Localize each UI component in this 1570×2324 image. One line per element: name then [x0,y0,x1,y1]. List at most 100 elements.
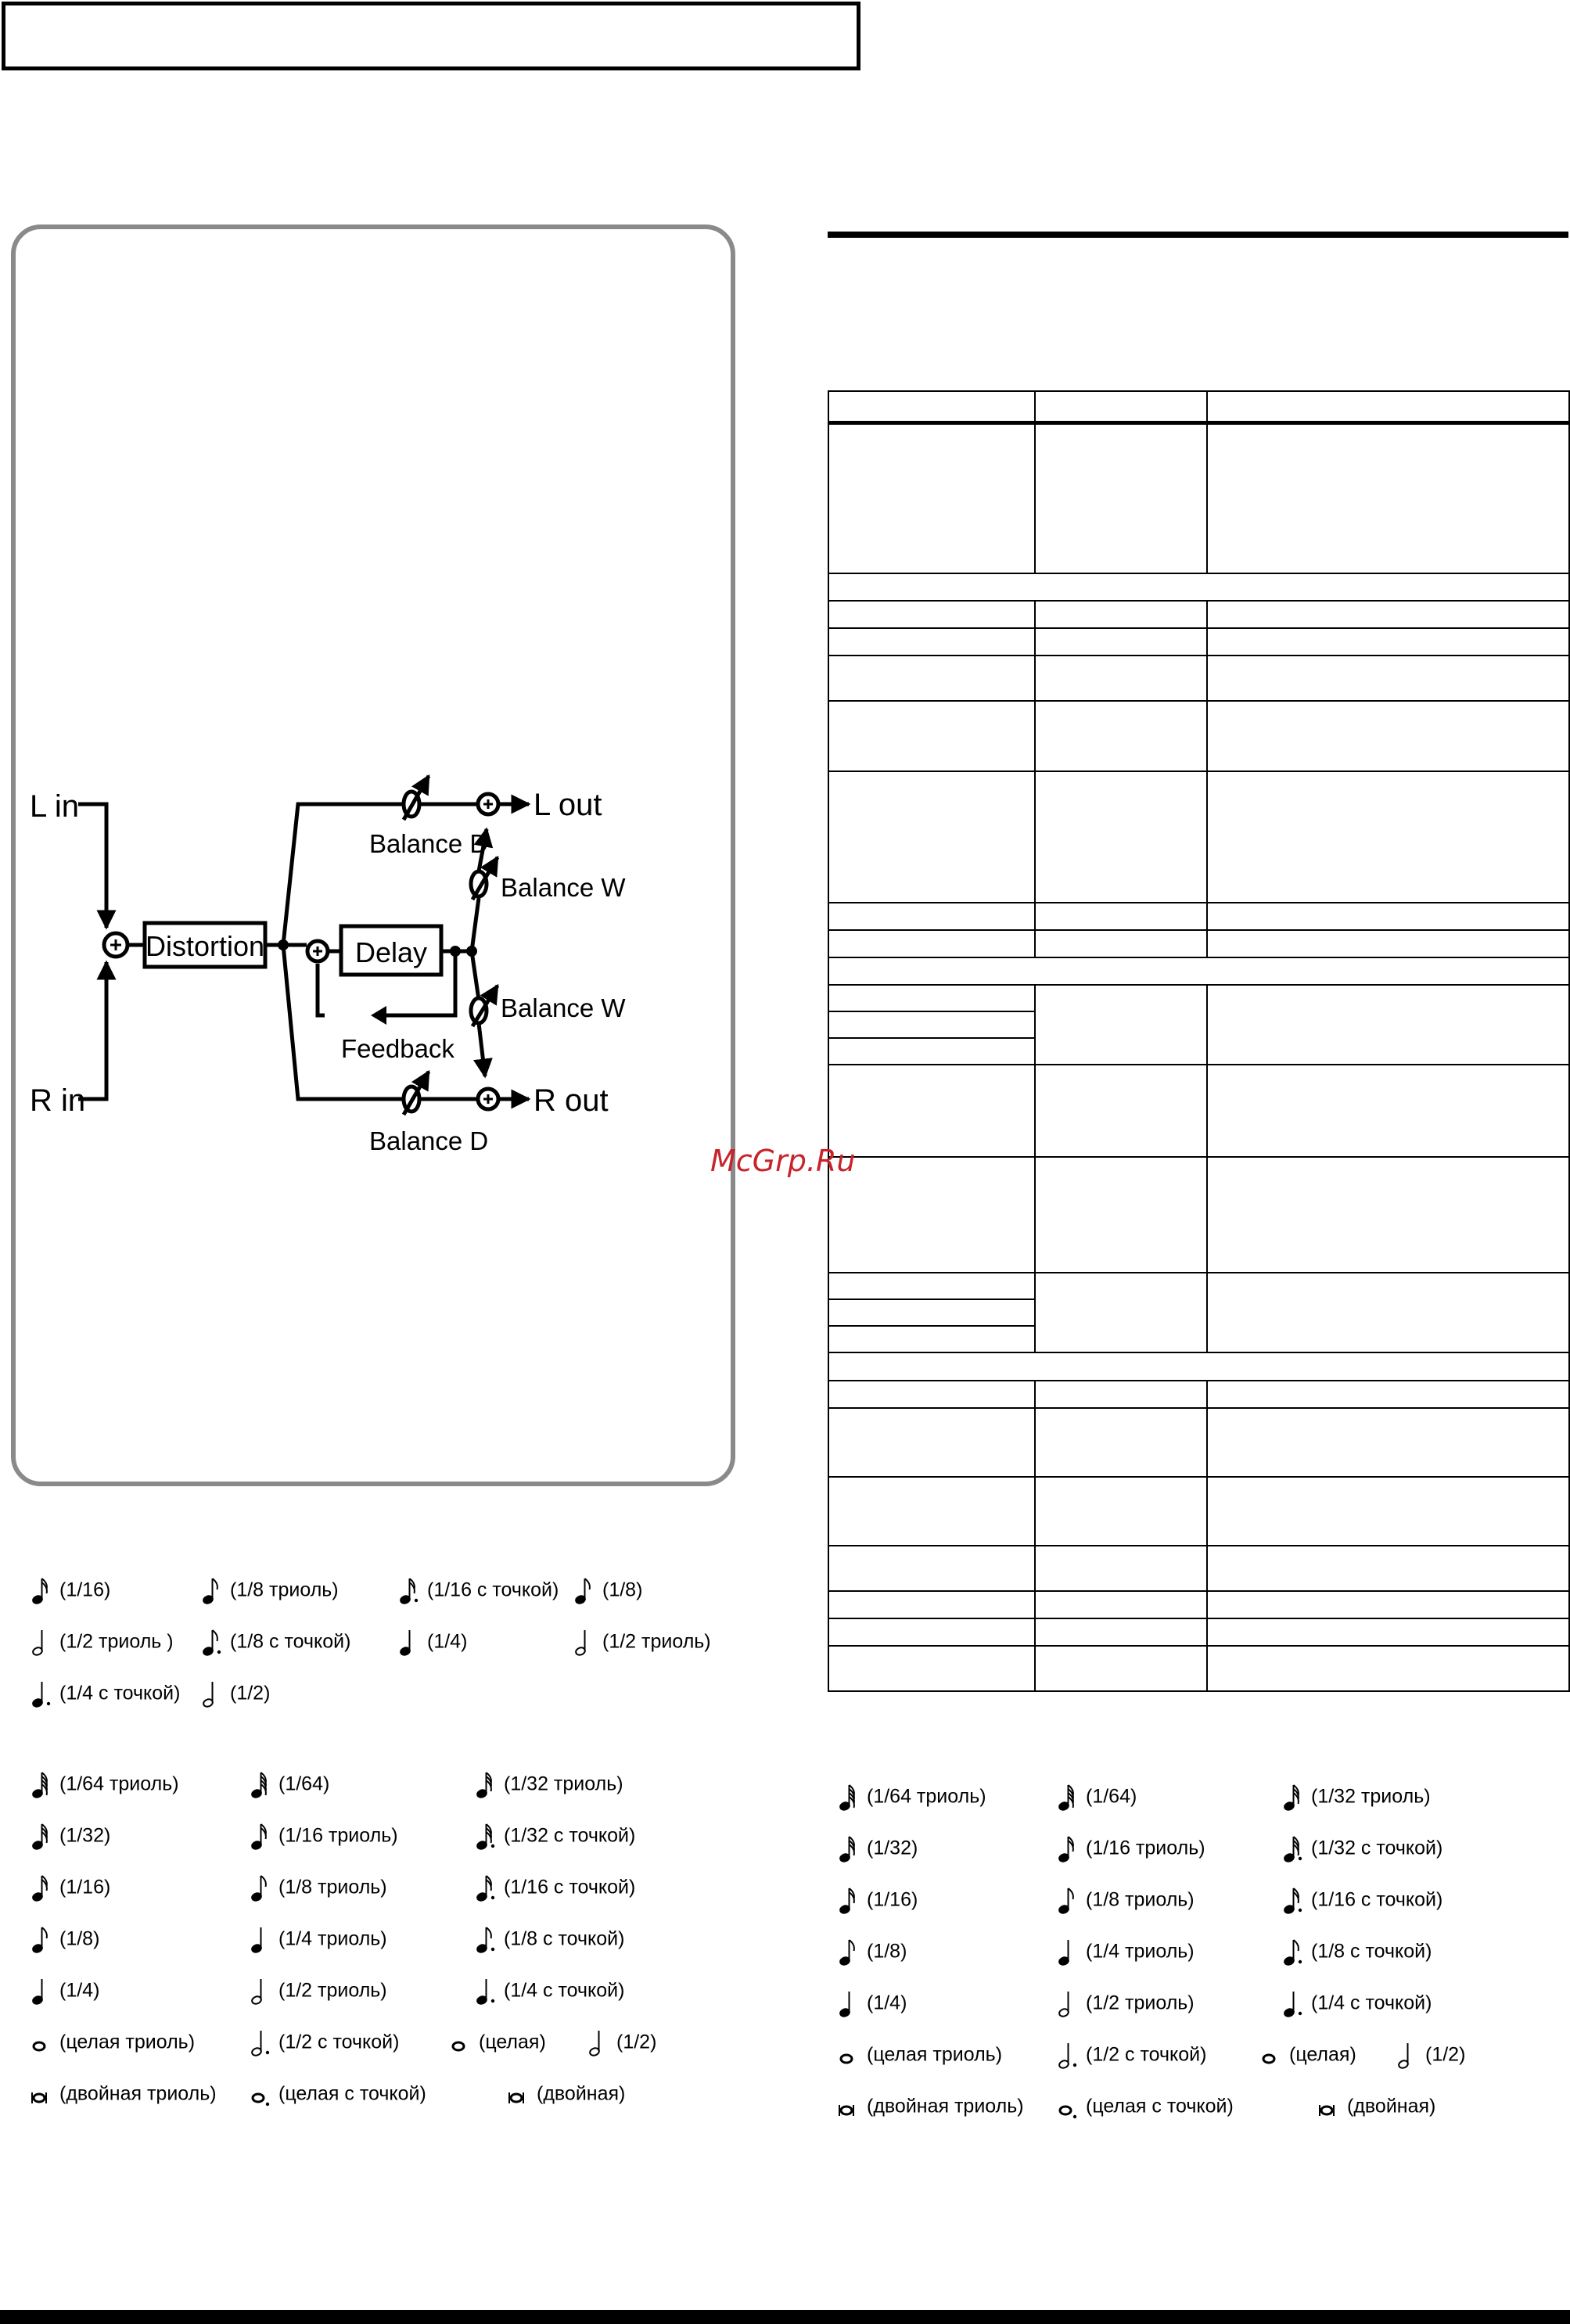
half-note-icon [1398,2043,1409,2069]
whole-triplet-icon [32,2041,46,2052]
note-legend-label: (1/2 триоль) [602,1630,711,1653]
note-legend-item: (1/2 с точкой) [250,2029,399,2057]
table-row [828,422,1570,574]
note-legend-label: (1/2) [230,1682,271,1704]
note-legend-item: (1/8 с точкой) [476,1926,624,1954]
quarter-note-icon [839,1992,850,2017]
whole-note-icon [1262,2053,1276,2064]
note-legend-label: (целая) [479,2031,546,2053]
sixty-fourth-note-icon [251,1772,267,1798]
label-distortion: Distortion [146,930,264,962]
table-row [828,1407,1570,1478]
whole-triplet-icon [839,2053,853,2064]
note-legend-item: (1/8) [574,1577,642,1605]
note-legend-item: (целая) [1261,2042,1356,2070]
note-legend-label: (1/16 триоль) [1086,1837,1205,1859]
sixteenth-triplet-icon [251,1823,267,1850]
half-triplet-icon [575,1630,586,1656]
note-legend-label: (1/8) [867,1940,907,1963]
quarter-note-icon [400,1630,411,1656]
note-legend-label: (1/4 с точкой) [59,1682,181,1704]
watermark: McGrp.Ru [710,1144,856,1178]
note-legend-label: (1/2 триоль) [278,1979,387,2002]
note-legend-item: (двойная триоль) [31,2081,217,2109]
dotted-half-icon [1058,2043,1077,2069]
label-l-out: L out [534,788,602,822]
note-legend-item: (1/4) [31,1977,99,2006]
note-legend-item: (1/4) [839,1990,907,2018]
note-legend-item: (1/4) [399,1629,467,1657]
note-legend-label: (целая с точкой) [278,2082,426,2105]
note-legend-item: (1/4 с точкой) [476,1977,624,2006]
note-legend-label: (1/4 триоль) [1086,1940,1195,1963]
note-legend-label: (1/32 триоль) [1311,1785,1431,1808]
eighth-triplet-icon [251,1875,267,1902]
note-legend-label: (целая триоль) [59,2031,196,2053]
note-legend-label: (1/16) [867,1888,918,1911]
whole-note-icon [451,2041,465,2052]
note-legend-label: (1/32 триоль) [504,1773,623,1795]
note-legend-item: (1/32) [839,1835,918,1863]
note-legend-label: (1/64 триоль) [59,1773,179,1795]
half-note-icon [589,2031,600,2056]
table-row [828,1037,1569,1065]
note-legend-item: (1/64 триоль) [31,1771,179,1799]
table-row [828,1618,1570,1647]
note-legend-item: (1/16 триоль) [250,1823,398,1851]
note-legend-item: (1/4 триоль) [250,1926,387,1954]
note-legend-label: (1/8) [59,1927,100,1950]
note-legend-label: (1/32 с точкой) [1311,1837,1443,1859]
eighth-triplet-icon [1058,1888,1074,1914]
note-legend-item: (1/8 триоль) [202,1577,339,1605]
note-legend-item: (1/8 триоль) [1058,1887,1195,1915]
signal-flow-diagram: L in R in Distortion Delay Feedback Bala… [30,774,626,1155]
table-row [828,1645,1570,1692]
sixteenth-note-icon [32,1578,48,1604]
dotted-sixteenth-icon [1284,1888,1302,1914]
note-legend-item: (1/8) [31,1926,99,1954]
thirty-second-triplet-icon [476,1772,492,1798]
note-legend-item: (двойная) [508,2081,625,2109]
note-legend-label: (1/16 с точкой) [427,1579,559,1601]
note-legend-item: (1/8 с точкой) [1283,1938,1432,1967]
note-legend-label: (двойная триоль) [59,2082,217,2105]
dotted-thirty-second-icon [476,1823,495,1850]
table-row [828,600,1570,629]
dotted-quarter-icon [32,1682,51,1708]
note-legend-item: (1/64 триоль) [839,1783,986,1812]
table-row [828,655,1570,702]
note-legend-label: (1/2) [1425,2043,1466,2066]
table-row [828,1156,1570,1273]
quarter-triplet-icon [1058,1940,1069,1966]
thirty-second-note-icon [839,1836,855,1862]
note-legend-item: (1/64) [250,1771,329,1799]
header-title-box [2,2,860,70]
label-balance-d-top: Balance D [369,829,488,858]
block-diagram-frame [11,224,735,1486]
table-row [828,1476,1570,1546]
sixteenth-triplet-icon [1058,1836,1074,1862]
note-legend-label: (1/16) [59,1876,111,1898]
note-legend-item: (1/2) [1397,2042,1465,2070]
note-legend-item: (1/4 триоль) [1058,1938,1195,1967]
note-legend-item: (1/32 с точкой) [476,1823,635,1851]
note-legend-item: (1/2 триоль) [250,1977,387,2006]
section-rule [828,232,1568,238]
half-triplet-icon [1058,1992,1069,2017]
double-whole-triplet-icon [839,2105,854,2116]
eighth-note-icon [575,1578,591,1604]
table-row [828,1011,1569,1039]
note-legend-item: (1/2 триоль ) [31,1629,174,1657]
note-legend-label: (двойная) [1347,2095,1436,2117]
note-legend-label: (двойная триоль) [867,2095,1024,2117]
note-legend-label: (1/2 триоль ) [59,1630,174,1653]
note-legend-item: (1/2 с точкой) [1058,2042,1206,2070]
note-legend-item: (целая с точкой) [250,2081,426,2109]
note-legend-label: (1/4 с точкой) [1311,1992,1432,2014]
note-legend-label: (1/8 триоль) [230,1579,339,1601]
table-row [828,1590,1570,1619]
label-balance-w-top: Balance W [501,873,626,902]
note-legend-label: (1/64 триоль) [867,1785,986,1808]
note-legend-label: (1/32) [59,1824,111,1847]
label-balance-d-bottom: Balance D [369,1126,488,1155]
